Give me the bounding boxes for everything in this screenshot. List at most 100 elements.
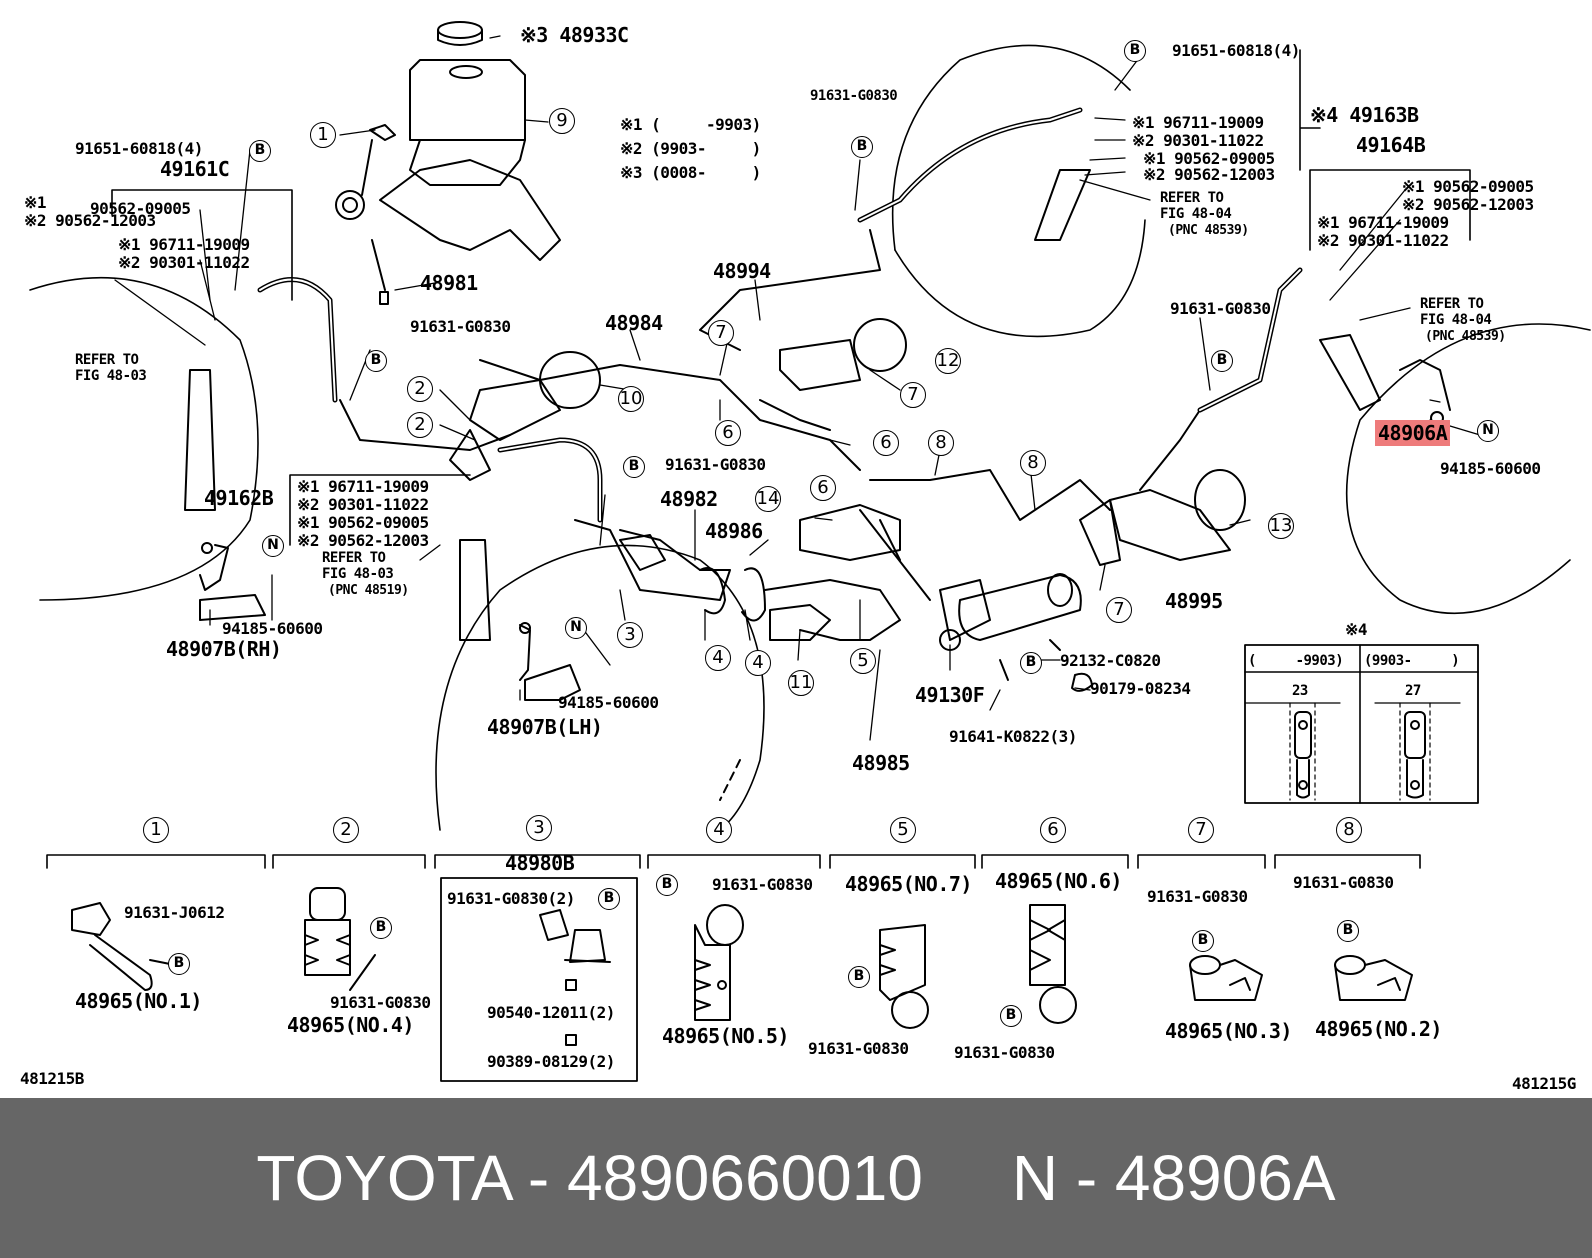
part-label-94185-60600-lh: 94185-60600	[558, 693, 659, 712]
dashed-lead-1	[719, 759, 741, 801]
part-label-48933c: ※3 48933C	[520, 23, 629, 47]
part-label-48984: 48984	[605, 311, 663, 335]
brake-hose-right-inner	[1199, 269, 1301, 411]
callout-4: 4	[705, 645, 731, 671]
brake-line-exploded-diagram	[29, 21, 1591, 1082]
booster-drawing	[449, 351, 601, 481]
pnc-48539-right: (PNC 48539)	[1425, 329, 1506, 344]
brake-line-a	[339, 399, 511, 451]
marker-b: B	[656, 874, 678, 896]
callout-7: 7	[900, 382, 926, 408]
brake-line-b	[479, 359, 861, 471]
section-number-2: 2	[333, 817, 359, 843]
clamp-no7-drawing	[879, 924, 929, 1029]
marker-b: B	[249, 140, 271, 162]
footer-part-number-text: TOYOTA - 4890660010 N - 48906A	[256, 1142, 1336, 1214]
wheel-arc-top2	[894, 219, 1146, 338]
brake-hose-left	[257, 277, 338, 403]
brake-line-f	[1139, 409, 1201, 491]
callout-5: 5	[850, 648, 876, 674]
callout-8: 8	[928, 430, 954, 456]
part-label-49162b: 49162B	[204, 486, 274, 510]
clamp-no2-drawing	[1334, 955, 1413, 1001]
footer-banner: TOYOTA - 4890660010 N - 48906A	[0, 1098, 1592, 1258]
brake-hose-left-inner	[259, 278, 336, 401]
part-label-91631-g0830-no7: 91631-G0830	[808, 1039, 909, 1058]
highlighted-part-text: 48906A	[1375, 420, 1451, 446]
part-label-48985: 48985	[852, 751, 910, 775]
section-number-7: 7	[1188, 817, 1214, 843]
part-label-91631-g0830-no3: 91631-G0830	[1147, 887, 1248, 906]
clamp-no6-drawing	[1029, 904, 1077, 1024]
marker-b: B	[1211, 350, 1233, 372]
refer-fig-48-03-left: REFER TO FIG 48-03	[75, 352, 147, 384]
variant-inset-box	[1244, 644, 1479, 804]
shock-right	[1319, 334, 1381, 411]
highlighted-part-48906a[interactable]: 48906A	[1375, 420, 1451, 446]
callout-11: 11	[788, 670, 814, 696]
inset-header-left: ( -9903)	[1248, 653, 1344, 669]
callout-10: 10	[618, 386, 644, 412]
part-label-91631-g0830-left: 91631-G0830	[410, 317, 511, 336]
accumulator-drawing	[939, 573, 1093, 692]
group-bracket-49162b	[289, 474, 471, 546]
callout-7: 7	[708, 320, 734, 346]
part-label-48965-no6: 48965(NO.6)	[995, 869, 1122, 893]
pnc-48539-top: (PNC 48539)	[1168, 223, 1249, 238]
detail-strip-brackets	[46, 854, 1421, 1082]
shock-left	[184, 369, 216, 511]
marker-b: B	[1020, 652, 1042, 674]
marker-b: B	[370, 917, 392, 939]
height-sensor-rh-drawing	[199, 542, 266, 621]
callout-1: 1	[310, 122, 336, 148]
callout-14: 14	[755, 486, 781, 512]
valve-12-drawing	[779, 318, 907, 391]
part-label-90179-08234: 90179-08234	[1090, 679, 1191, 698]
inset-dim-27: 27	[1405, 683, 1421, 699]
part-label-90562-left: ※1 ※2 90562-12003	[24, 193, 156, 230]
part-label-91631-g0830-top: 91631-G0830	[810, 88, 898, 104]
callout-6: 6	[810, 475, 836, 501]
brake-line-e	[869, 469, 1111, 521]
marker-b: B	[1124, 40, 1146, 62]
marker-b: B	[598, 888, 620, 910]
part-label-91631-g0830-no2: 91631-G0830	[1293, 873, 1394, 892]
part-label-48981: 48981	[420, 271, 478, 295]
part-label-90562-09005-left: 90562-09005	[90, 199, 191, 218]
wheel-arc-left	[29, 276, 259, 601]
callout-8: 8	[1020, 450, 1046, 476]
callout-4: 4	[745, 650, 771, 676]
callout-13: 13	[1268, 513, 1294, 539]
callout-2: 2	[407, 412, 433, 438]
part-label-90562-12003-top: ※2 90562-12003	[1143, 165, 1275, 184]
part-label-91631-j0612: 91631-J0612	[124, 903, 225, 922]
pump-assembly-drawing	[574, 504, 931, 641]
callout-12: 12	[935, 348, 961, 374]
marker-n: N	[565, 617, 587, 639]
part-label-49163b: ※4 49163B	[1310, 103, 1419, 127]
brake-line-c-inner	[499, 439, 601, 521]
part-label-90389-08129: 90389-08129(2)	[487, 1052, 615, 1071]
part-label-48982: 48982	[660, 487, 718, 511]
part-label-48995: 48995	[1165, 589, 1223, 613]
part-label-48907b-rh: 48907B(RH)	[166, 637, 282, 661]
wheel-arc-bottom	[435, 544, 765, 831]
wheel-arc-right	[1345, 323, 1591, 615]
refer-fig-48-03-lower: REFER TO FIG 48-03	[322, 550, 394, 582]
figure-id-right: 481215G	[1512, 1074, 1576, 1093]
callout-6: 6	[873, 430, 899, 456]
part-label-96711-19009-top: ※1 96711-19009	[1132, 113, 1264, 132]
marker-b: B	[623, 456, 645, 478]
part-label-48907b-lh: 48907B(LH)	[487, 715, 603, 739]
callout-7: 7	[1106, 597, 1132, 623]
part-label-94185-60600-right: 94185-60600	[1440, 459, 1541, 478]
part-label-96711-right: ※1 96711-19009 ※2 90301-11022	[1317, 213, 1449, 250]
refer-fig-48-04-right: REFER TO FIG 48-04	[1420, 296, 1492, 328]
part-label-96711-lower-left: ※1 96711-19009 ※2 90301-11022	[297, 477, 429, 514]
part-label-48986: 48986	[705, 519, 763, 543]
part-label-90562-right: ※1 90562-09005 ※2 90562-12003	[1402, 177, 1534, 214]
part-label-90562-09005-top: ※1 90562-09005	[1143, 149, 1275, 168]
master-cylinder-drawing	[335, 21, 561, 305]
part-label-92132-c0820: 92132-C0820	[1060, 651, 1161, 670]
